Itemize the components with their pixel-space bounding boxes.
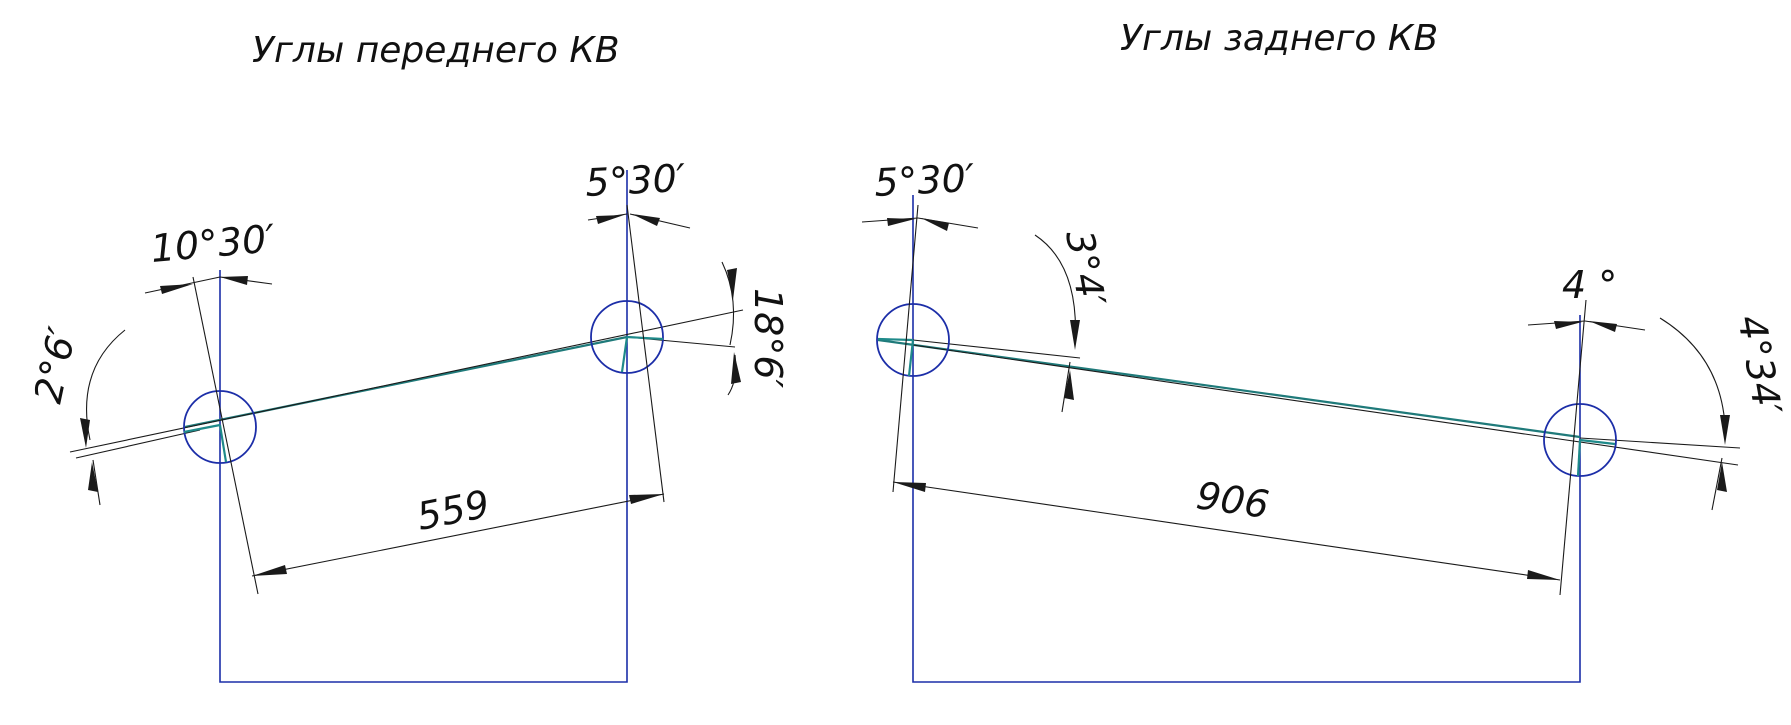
- front-angle-18-arc-top: [721, 261, 735, 346]
- front-right-tilt-line: [626, 204, 665, 503]
- front-angle-18-arrow-b: [731, 352, 741, 384]
- front-length-dimension-line: [251, 493, 665, 577]
- front-angle-2-dim-tail: [92, 459, 101, 506]
- rear-angle-4-arrow-b: [1589, 321, 1617, 332]
- rear-right-joint-teal-a: [1579, 438, 1616, 446]
- front-angle-18-arrow-a: [727, 268, 737, 300]
- rear-length-dimension-line: [892, 481, 1561, 581]
- front-shaft-extension: [69, 309, 744, 453]
- rear-length-arrow-right: [1527, 570, 1560, 580]
- front-angle-top-left-label: 10°30′: [149, 216, 277, 271]
- rear-right-tilt-line: [1559, 299, 1587, 596]
- front-shaft-extension-2: [75, 429, 201, 459]
- rear-angle-top-left-label: 5°30′: [873, 156, 976, 205]
- rear-title: Углы заднего КВ: [1120, 18, 1438, 59]
- rear-length-label: 906: [1194, 473, 1272, 527]
- front-base-frame: [219, 170, 628, 683]
- front-length-arrow-left: [252, 565, 287, 576]
- rear-angle-434-arrow-b: [1717, 462, 1727, 492]
- rear-angle-right-side-label: 4°34′: [1729, 312, 1790, 419]
- front-angle-2-arrow-b: [88, 462, 98, 492]
- rear-right-joint: [1543, 403, 1617, 477]
- front-angle-right-side-label: 18°6′: [746, 288, 790, 389]
- front-angle-2-arrow-a: [80, 418, 90, 448]
- front-left-joint-teal-a: [183, 423, 221, 434]
- front-left-joint: [183, 390, 257, 464]
- front-assembly: 559 10°30′ 2°6′ 5°30′ 18°6′: [26, 156, 790, 683]
- front-angle-left-side-label: 2°6′: [26, 323, 85, 407]
- rear-angle-434-arc: [1659, 317, 1726, 426]
- rear-angle-3-arrow-a: [1070, 320, 1080, 350]
- rear-left-joint-teal-b: [907, 339, 915, 377]
- front-left-joint-teal-b: [218, 424, 228, 463]
- front-length-arrow-right: [629, 494, 664, 504]
- rear-left-joint-teal-a: [877, 337, 914, 342]
- rear-angle-3-dim-tail: [1061, 361, 1071, 413]
- rear-left-tilt-line: [892, 204, 919, 493]
- rear-assembly: 906 5°30′ 3°4′ 4 ° 4°34′: [861, 156, 1790, 683]
- rear-left-joint: [876, 303, 950, 377]
- rear-angle-434-dim-tail: [1711, 457, 1723, 511]
- rear-angle-5-arrow-a: [887, 218, 915, 226]
- front-left-tilt-line: [192, 276, 259, 595]
- rear-right-horizontal: [1579, 437, 1741, 449]
- front-angle-2-arc: [86, 329, 126, 441]
- front-angle-5-arrow-b: [632, 214, 660, 226]
- front-right-joint: [590, 300, 664, 374]
- front-angle-10-arrow-a: [160, 284, 193, 294]
- rear-angle-left-side-label: 3°4′: [1057, 227, 1114, 310]
- front-right-joint-teal-a: [626, 335, 664, 341]
- front-right-joint-teal-b: [620, 336, 629, 373]
- rear-length-arrow-left: [893, 482, 926, 492]
- rear-angle-3-arrow-b: [1064, 370, 1074, 400]
- front-angle-5-arrow-a: [596, 215, 624, 224]
- rear-base-frame: [912, 195, 1581, 683]
- front-angle-top-right-label: 5°30′: [584, 156, 687, 205]
- front-title: Углы переднего КВ: [252, 30, 620, 71]
- rear-right-joint-teal-b: [1576, 439, 1582, 477]
- front-angle-10-arrow-b: [220, 276, 248, 285]
- rear-angle-5-arrow-b: [921, 218, 949, 231]
- rear-shaft-extension: [912, 344, 1739, 466]
- rear-angle-434-arrow-a: [1720, 415, 1730, 445]
- rear-left-horizontal: [912, 339, 1081, 359]
- rear-angle-4-arrow-a: [1554, 321, 1582, 329]
- rear-angle-top-right-label: 4 °: [1562, 263, 1617, 307]
- rear-shaft-axis: [877, 338, 1581, 439]
